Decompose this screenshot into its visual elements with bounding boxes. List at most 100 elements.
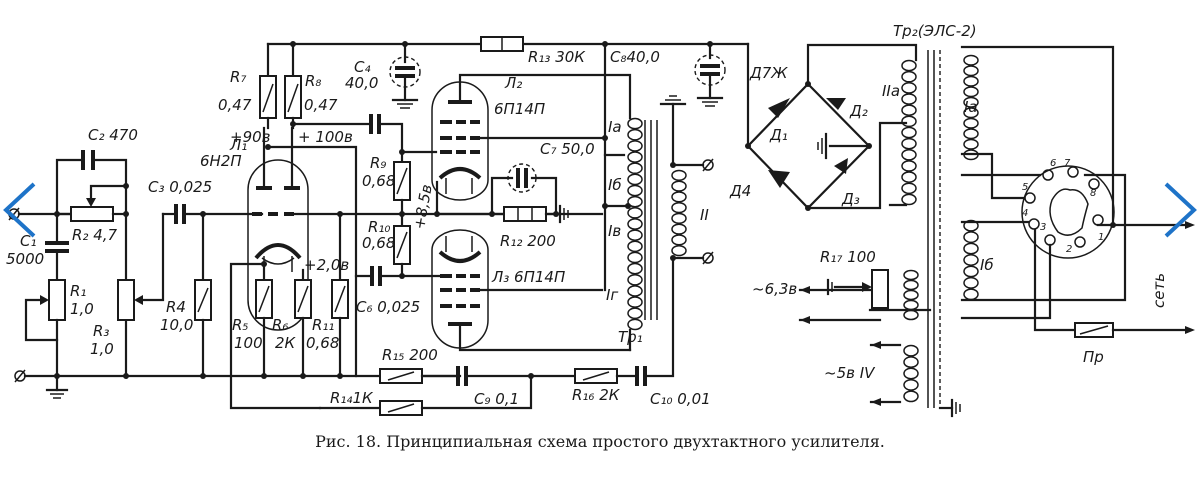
tr2-winding-iia-turn [901,59,917,72]
tr1-primary-turn [627,296,643,308]
label-fuse: Пр [1083,348,1104,366]
input-section [8,150,462,399]
label-l2-type: 6П14П [494,100,545,118]
tr1-primary-turn [627,184,643,197]
tr2-winding-iv-turn [903,390,919,403]
tr2-winding-ia-turn [963,96,979,108]
tr2-winding-ib-turn [963,242,979,255]
pin-7: 7 [1064,158,1071,169]
tr1-primary-turn [627,140,643,152]
label-ig: Iг [606,286,618,304]
label-r14: R₁₄1К [330,389,374,407]
chevron-right-icon [1164,182,1197,238]
pin-3: 3 [1040,222,1046,233]
tr1-primary-turn [627,207,643,219]
label-iv: Iв [608,222,621,240]
r7-r8-resistors [259,41,750,378]
label-l1-type: 6Н2П [200,152,242,170]
tr2-winding-heater-turn [903,309,919,321]
label-6-3v: ~6,3в [752,280,797,298]
tr2-winding-ia-turn [963,54,979,66]
prev-page-button[interactable] [0,180,40,240]
label-tr1: Тр₁ [618,328,643,346]
label-ib: Iб [608,176,622,194]
tube-l3 [431,229,632,352]
label-r7-value: 0,47 [218,96,252,114]
tr2-winding-ib-turn [963,265,979,278]
tr1-secondary-turn [671,223,687,235]
pin-6: 6 [1050,158,1056,169]
r1-resistor [48,279,66,321]
tr1-primary-turn [627,173,643,186]
tr2-winding-iia-turn [901,193,917,206]
label-r13: R₁₃ 30К [528,48,586,66]
label-c7: C₇ 50,0 [540,140,595,158]
tr1-secondary-turn [671,245,687,257]
label-r15: R₁₅ 200 [382,346,438,364]
label-r5-value: 100 [234,334,263,352]
label-ia: Iа [608,118,622,136]
label-r9-value: 0,68 [362,172,395,190]
tr1-primary-turn [627,240,643,253]
component-labels: C₂ 470 C₁ 5000 R₂ 4,7 R₁ 1,0 R₃ 1,0 C₃ 0… [6,22,1168,408]
tr1-secondary-turn [671,202,687,214]
tr1-primary-turn [627,195,643,208]
tr1-primary-turn [627,273,643,286]
label-plus-100v: + 100в [298,128,353,146]
c4-capacitor [389,41,421,109]
pin-2: 2 [1066,244,1072,255]
pin-4: 4 [1022,208,1028,219]
pin-5: 5 [1022,182,1028,193]
tr1-primary-turn [627,285,643,297]
label-tr2: Тр₂(ЭЛС-2) [893,22,977,40]
label-r5: R₅ [232,316,248,334]
label-plus-8-5v: +8,5в [410,183,436,231]
tr1-secondary-turn [671,191,687,203]
tr2-winding-ia-turn [963,117,979,129]
tr1-primary-turn [627,117,643,130]
label-c4-value: 40,0 [345,74,378,92]
figure-caption: Рис. 18. Принципиальная схема простого д… [315,432,885,451]
label-r1-value: 1,0 [70,300,94,318]
bridge-rectifier [745,42,918,211]
tr2-winding-iia-turn [901,137,917,150]
label-r10: R₁₀ [368,218,390,236]
label-c1-value: 5000 [6,250,44,268]
r5-r6-r11-resistors [229,261,349,410]
tr2-winding-ib-turn [963,254,979,266]
tr1-secondary-turn [671,180,687,192]
label-c2: C₂ 470 [88,126,138,144]
tr2-winding-iia-turn [901,160,917,172]
tr1-primary-turn [627,128,643,141]
feedback-network [318,256,675,416]
label-r12: R₁₂ 200 [500,232,556,250]
tube-l2 [431,73,607,216]
r3-potentiometer [117,279,135,321]
pin-8: 8 [1090,188,1096,199]
tr2-winding-iia-turn [901,104,917,117]
next-page-button[interactable] [1160,180,1200,240]
tr2-winding-ib-turn [963,288,979,301]
label-r7: R₇ [230,68,246,86]
label-d2: Д₂ [849,102,868,120]
tr1-primary-turn [627,162,643,175]
c8-capacitor [694,41,726,107]
label-r9: R₉ [370,154,386,172]
tr2-winding-ia-turn [963,149,979,161]
label-c10: C₁₀ 0,01 [650,390,711,408]
tr2-winding-ib-turn [963,276,979,289]
label-plus-90v: +90в [230,128,271,146]
r2-potentiometer [70,206,114,222]
tr2-winding-ia-turn [963,128,979,140]
label-d4: Д4 [729,182,751,200]
label-r2: R₂ 4,7 [72,226,118,244]
tr1-primary-turn [627,229,643,241]
tr2-winding-iv-turn [903,367,919,380]
tr1-primary-turn [627,218,643,230]
tr1-primary-turn [627,151,643,163]
tr2-winding-heater-turn [903,269,919,281]
tr1-primary-turn [627,318,643,331]
label-l2: Л₂ [504,74,522,92]
tr2-winding-ib-turn [963,219,979,232]
